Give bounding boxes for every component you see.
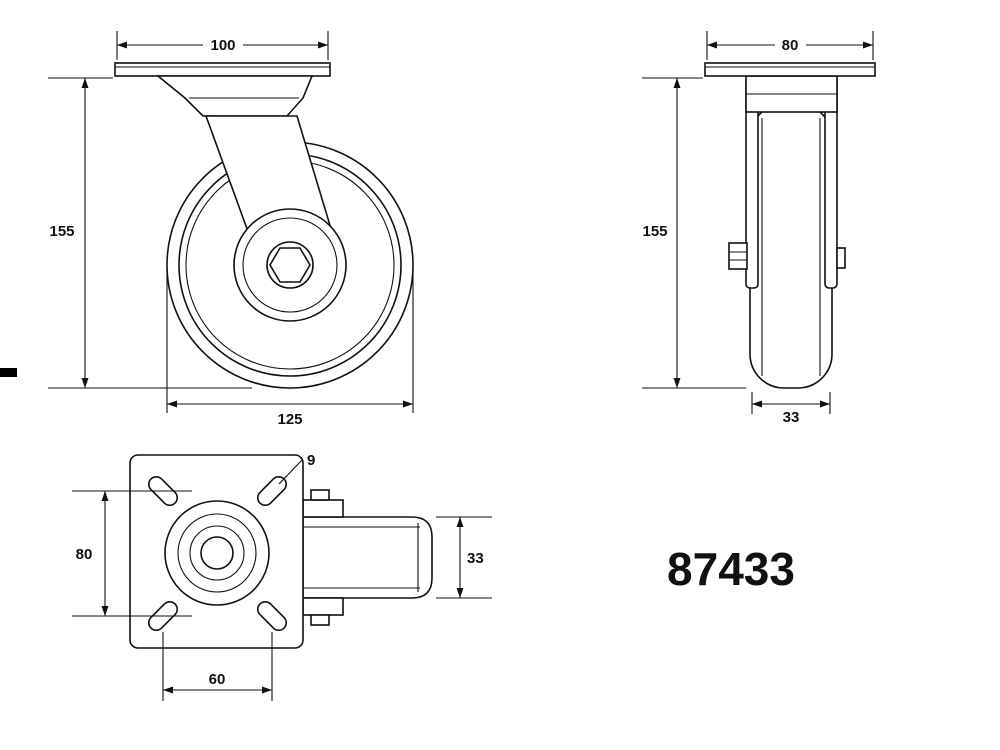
arrowhead	[318, 41, 328, 49]
label-backing	[775, 36, 806, 54]
top-swivel-race-outer	[164, 500, 270, 606]
top-bolt-slot-bottom-right	[256, 600, 288, 632]
dim-top-hole-diameter: 9	[278, 452, 315, 485]
arrowhead	[81, 378, 89, 388]
arrowhead	[456, 588, 464, 598]
front-swivel-housing	[155, 75, 314, 117]
side-mounting-plate	[704, 62, 876, 77]
arrowhead	[707, 41, 717, 49]
top-fork-arm-lower	[302, 597, 344, 616]
leader-line	[278, 458, 304, 485]
dim-label-side-wheel-width: 33	[783, 409, 800, 426]
arrowhead	[752, 400, 762, 408]
arrowhead	[163, 686, 173, 694]
arrowhead	[673, 78, 681, 88]
top-fork-bolt-upper	[310, 489, 330, 501]
dim-side-wheel-width: 33	[751, 392, 831, 426]
dim-top-bolt-spacing-width: 60	[162, 632, 273, 701]
arrowhead	[81, 78, 89, 88]
part-number: 87433	[667, 543, 795, 595]
arrowhead	[262, 686, 272, 694]
arrowhead	[101, 491, 109, 501]
dim-label-top-wheel-width: 33	[467, 550, 484, 567]
top-view: 80 60 9 33	[72, 452, 492, 701]
arrowhead	[167, 400, 177, 408]
dim-label-front-overall-height: 155	[49, 223, 74, 240]
top-fork-bolt-lower	[310, 614, 330, 626]
dim-front-overall-height: 155	[48, 77, 252, 389]
dim-front-plate-width: 100	[116, 31, 329, 60]
left-edge-artifact-mark	[0, 368, 17, 377]
arrowhead	[456, 517, 464, 527]
dim-label-top-hole-diameter: 9	[307, 452, 315, 469]
top-wheel-outline	[302, 516, 433, 599]
front-axle-hex-nut	[269, 247, 311, 283]
top-swivel-race-inner	[189, 525, 245, 581]
dim-label-side-plate-depth: 80	[782, 37, 799, 54]
side-axle-nut	[836, 247, 846, 269]
front-mounting-plate	[114, 62, 331, 77]
arrowhead	[673, 378, 681, 388]
dim-label-front-wheel-diameter: 125	[277, 411, 302, 428]
dim-label-front-plate-width: 100	[210, 37, 235, 54]
arrowhead	[863, 41, 873, 49]
dim-side-overall-height: 155	[642, 77, 746, 389]
dim-side-plate-depth: 80	[706, 31, 874, 60]
dim-label-side-overall-height: 155	[642, 223, 667, 240]
front-hub-inner-circle	[242, 217, 338, 313]
side-axle-bolt	[728, 242, 748, 270]
dim-label-top-bolt-spacing-depth: 80	[76, 546, 93, 563]
dim-label-top-bolt-spacing-width: 60	[209, 671, 226, 688]
dim-top-bolt-spacing-depth: 80	[72, 490, 192, 617]
side-view: 80 155 33	[642, 31, 876, 426]
arrowhead	[101, 606, 109, 616]
arrowhead	[403, 400, 413, 408]
front-view: 100 155 125	[48, 31, 414, 428]
dim-top-wheel-width: 33	[436, 516, 492, 599]
label-backing	[203, 36, 243, 54]
dim-front-wheel-diameter: 125	[166, 270, 414, 428]
top-kingpin-circle	[200, 536, 234, 570]
top-swivel-race-middle	[177, 513, 257, 593]
top-fork-arm-upper	[302, 499, 344, 518]
arrowhead	[820, 400, 830, 408]
arrowhead	[117, 41, 127, 49]
